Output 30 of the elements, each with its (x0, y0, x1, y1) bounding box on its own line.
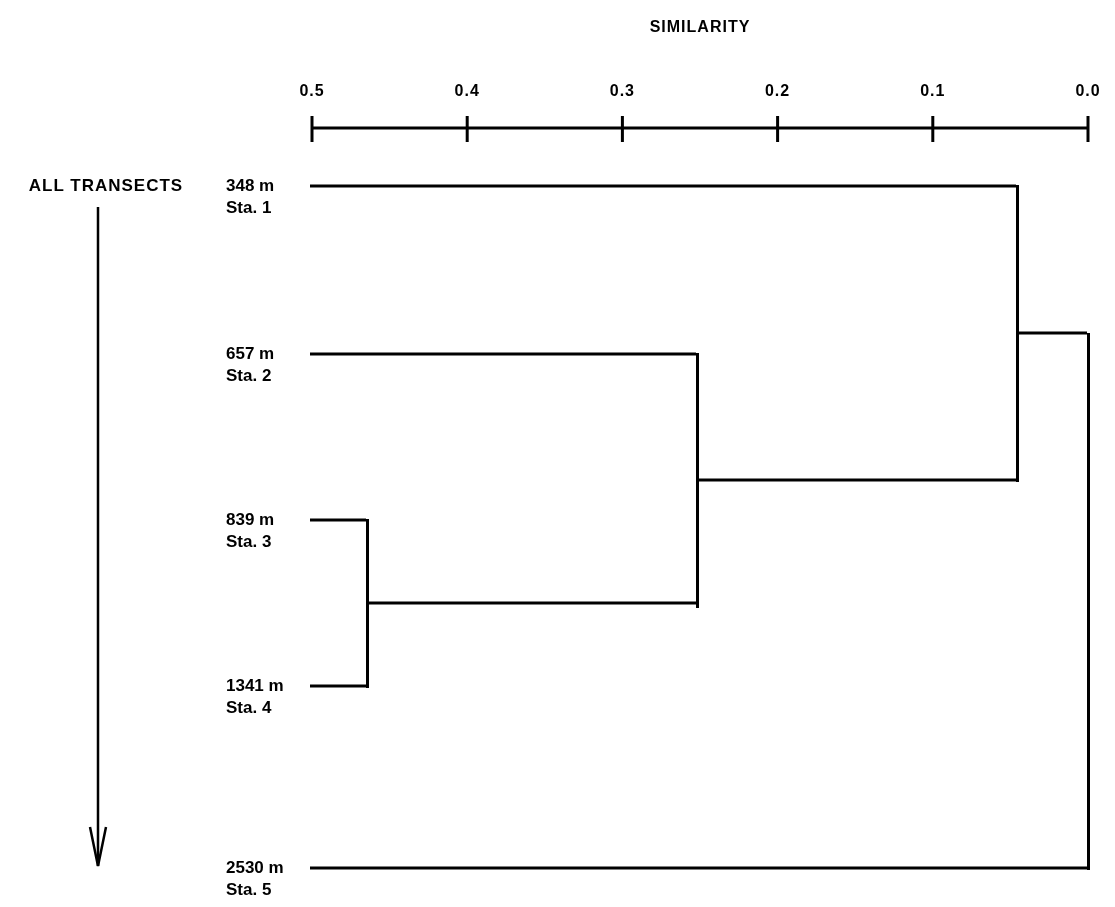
depth-label: 657 m (226, 343, 276, 365)
depth-label: 839 m (226, 509, 276, 531)
merge-bar (696, 352, 699, 608)
dendrogram-branch (310, 866, 1087, 870)
dendrogram-branch (369, 601, 696, 605)
station-label: Sta. 3 (226, 531, 273, 553)
tick-label: 0.0 (1075, 82, 1101, 100)
station-label: Sta. 4 (226, 697, 273, 719)
tick-label: 0.1 (920, 82, 946, 100)
station-label: Sta. 1 (226, 197, 273, 219)
station-label: Sta. 2 (226, 365, 273, 387)
dendrogram-branch (310, 684, 366, 688)
axis-title: SIMILARITY (649, 18, 751, 36)
depth-label: 348 m (226, 175, 276, 197)
merge-bar (1087, 332, 1090, 870)
station-label: Sta. 5 (226, 879, 273, 901)
merge-bar (366, 518, 369, 688)
dendrogram-branch (310, 352, 696, 356)
tick-label: 0.5 (299, 82, 325, 100)
axis-label: ALL TRANSECTS (28, 176, 184, 196)
merge-bar (1016, 184, 1019, 482)
tick-label: 0.2 (764, 82, 791, 100)
dendrogram-branch (699, 478, 1016, 482)
dendrogram-branch (1019, 331, 1087, 335)
depth-label: 1341 m (226, 675, 285, 697)
dendrogram-branch (310, 184, 1016, 188)
depth-label: 2530 m (226, 857, 285, 879)
dendrogram-branch (310, 518, 366, 522)
tick-label: 0.4 (454, 82, 480, 100)
tick-label: 0.3 (609, 82, 635, 100)
